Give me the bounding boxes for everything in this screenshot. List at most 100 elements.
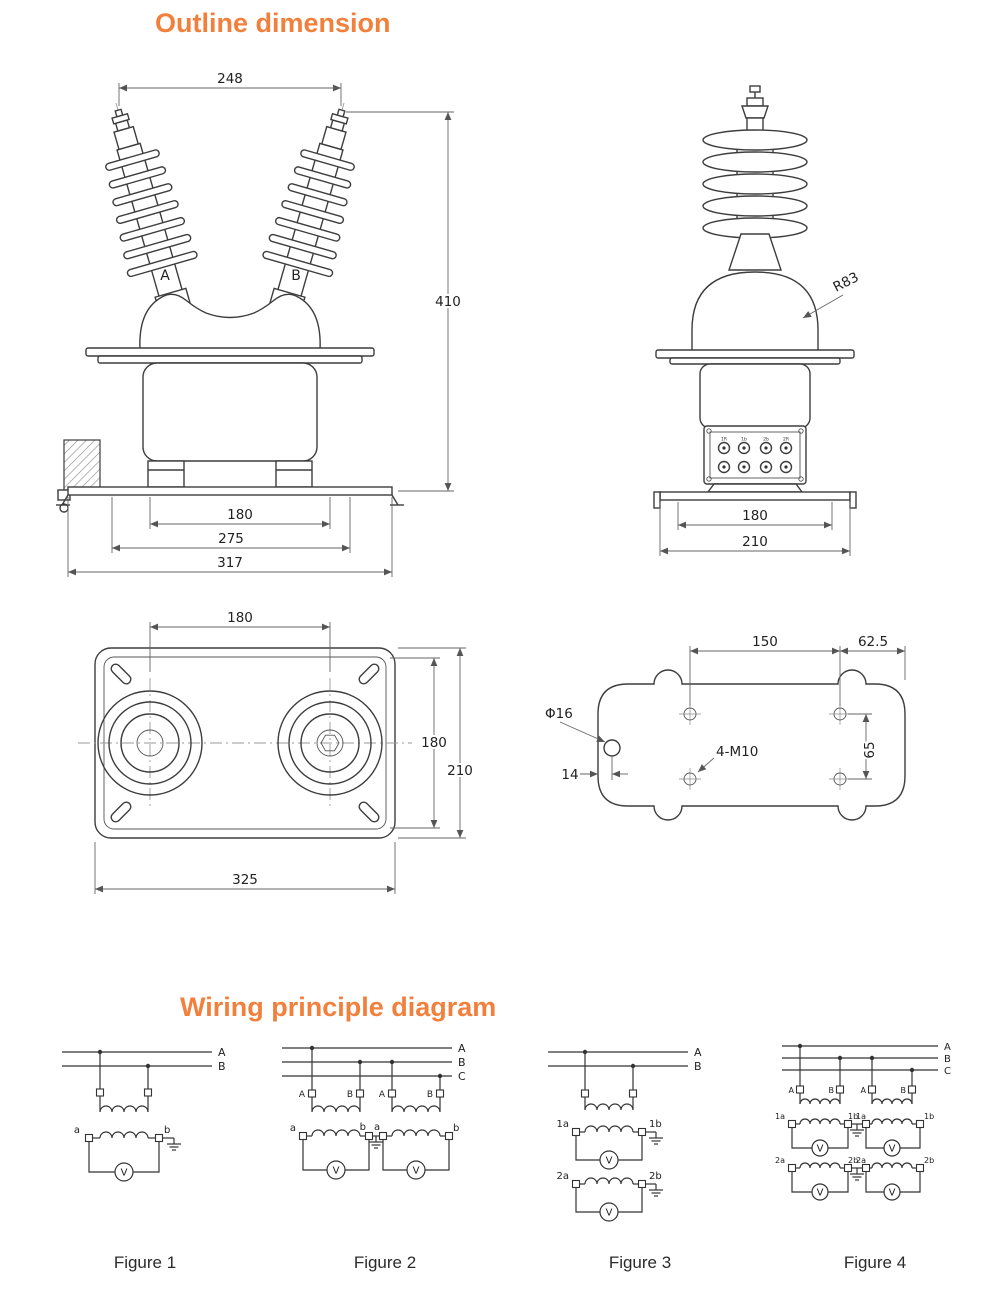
dim-325: 325 (94, 842, 396, 894)
bushing-insulator-a (82, 99, 212, 323)
terminal-studs (717, 441, 793, 474)
base-view-drawing: Φ16 14 4-M10 150 62.5 (543, 632, 906, 821)
secondary-terminal-label: 2b (924, 1156, 934, 1165)
voltmeter-label: V (889, 1188, 896, 1199)
dim-210-side: 210 (659, 502, 851, 556)
wiring-principle-title: Wiring principle diagram (180, 992, 497, 1022)
bushing-top-b (277, 690, 383, 796)
secondary-winding-2 (871, 1162, 913, 1169)
primary-terminal-label: A (861, 1086, 867, 1095)
dim-180-top-text: 180 (227, 610, 253, 626)
dim-248-text: 248 (217, 71, 243, 87)
secondary-terminal-label: a (290, 1123, 296, 1134)
primary-winding (391, 1105, 441, 1113)
secondary-terminal-label: b (360, 1122, 366, 1133)
bushing-a-label: A (160, 268, 170, 284)
flange-lip (97, 355, 363, 364)
dim-275: 275 (111, 497, 351, 553)
terminal-label-4: 2R (783, 437, 789, 443)
secondary-winding (99, 1131, 149, 1139)
figure-2-caption: Figure 2 (353, 1253, 417, 1272)
transformer-yoke (139, 293, 321, 351)
secondary-terminal-label: a (374, 1122, 380, 1133)
base-plate-side (659, 491, 851, 501)
figure-1-caption: Figure 1 (113, 1253, 177, 1272)
lower-body-side (699, 363, 811, 429)
base-plate-outline (597, 669, 906, 821)
ground-symbol (849, 1167, 865, 1181)
secondary-terminal-label: b (164, 1125, 170, 1136)
terminal-box: 1R 1b 2b 2R (703, 425, 807, 485)
dim-410-text: 410 (435, 294, 461, 310)
bushing-top-a (97, 690, 203, 796)
secondary-terminal-label: b (453, 1123, 459, 1134)
secondary-terminal-label: 2b (848, 1156, 858, 1165)
secondary-terminal-label: 2a (856, 1156, 866, 1165)
secondary-winding-1 (799, 1118, 841, 1125)
tank-body (142, 362, 318, 462)
side-view-drawing: 1R 1b 2b 2R (653, 85, 863, 556)
voltmeter-label: V (333, 1166, 340, 1177)
secondary-winding (311, 1129, 361, 1137)
dim-410: 410 (346, 111, 463, 492)
phase-label: A (944, 1042, 951, 1053)
primary-winding (99, 1105, 149, 1113)
secondary-terminal-label: 1b (924, 1112, 934, 1121)
flange-plate-side (655, 349, 855, 359)
dim-210-right-text: 210 (447, 763, 473, 779)
base-plate (67, 486, 393, 496)
dim-150-text: 150 (752, 634, 778, 650)
bushing-b-label: B (291, 268, 301, 284)
secondary-winding-1 (584, 1125, 634, 1133)
phase-label: B (694, 1060, 702, 1073)
ground-symbol (648, 1131, 664, 1145)
outline-dimension-title: Outline dimension (155, 8, 391, 38)
voltmeter-label: V (889, 1144, 896, 1155)
body-head (691, 271, 819, 353)
voltmeter-label: V (817, 1188, 824, 1199)
phase-label: B (218, 1060, 226, 1073)
dim-180-side-text: 180 (742, 508, 768, 524)
primary-terminal-label: B (829, 1086, 835, 1095)
bushing-insulator-b (248, 99, 378, 323)
dim-180-front: 180 (149, 497, 331, 529)
primary-terminal-label: B (427, 1090, 433, 1100)
dim-248: 248 (118, 69, 342, 106)
phi16-text: Φ16 (545, 706, 573, 722)
dim-317-text: 317 (217, 555, 243, 571)
phase-label: A (458, 1042, 466, 1055)
dim-317: 317 (67, 497, 393, 577)
dim-180-front-text: 180 (227, 507, 253, 523)
dim-62-5: 62.5 (840, 632, 906, 680)
dim-275-text: 275 (218, 531, 244, 547)
dim-180-right-text: 180 (421, 735, 447, 751)
top-terminal-bolt (749, 85, 761, 93)
dim-180-side: 180 (677, 502, 833, 530)
terminal-label-2: 1b (741, 437, 747, 443)
side-bracket-hatched (63, 439, 101, 491)
secondary-terminal-label: 1b (848, 1112, 858, 1121)
secondary-winding (391, 1129, 441, 1137)
figure-4-caption: Figure 4 (843, 1253, 907, 1272)
primary-terminal-label: A (379, 1090, 386, 1100)
phase-label: C (458, 1070, 466, 1083)
primary-winding (311, 1105, 361, 1113)
dim-210-side-text: 210 (742, 534, 768, 550)
ground-symbol (849, 1123, 865, 1137)
secondary-terminal-label: 1a (856, 1112, 866, 1121)
secondary-terminal-label: a (74, 1125, 80, 1136)
voltmeter-label: V (817, 1144, 824, 1155)
dim-325-text: 325 (232, 872, 258, 888)
front-view-drawing: A B 248 410 180 (56, 69, 463, 577)
secondary-terminal-label: 2a (775, 1156, 785, 1165)
dim-65-text: 65 (862, 741, 878, 758)
dim-210-top-right: 210 (398, 647, 475, 839)
callout-4-m10: 4-M10 (697, 742, 760, 773)
primary-terminal-label: A (299, 1090, 306, 1100)
dim-180-top-right: 180 (390, 657, 449, 829)
dim-150: 150 (689, 632, 841, 706)
terminal-label-1: 1R (721, 437, 727, 443)
insulator-shed (702, 151, 808, 173)
secondary-terminal-label: 1a (775, 1112, 785, 1121)
primary-winding (799, 1098, 841, 1105)
